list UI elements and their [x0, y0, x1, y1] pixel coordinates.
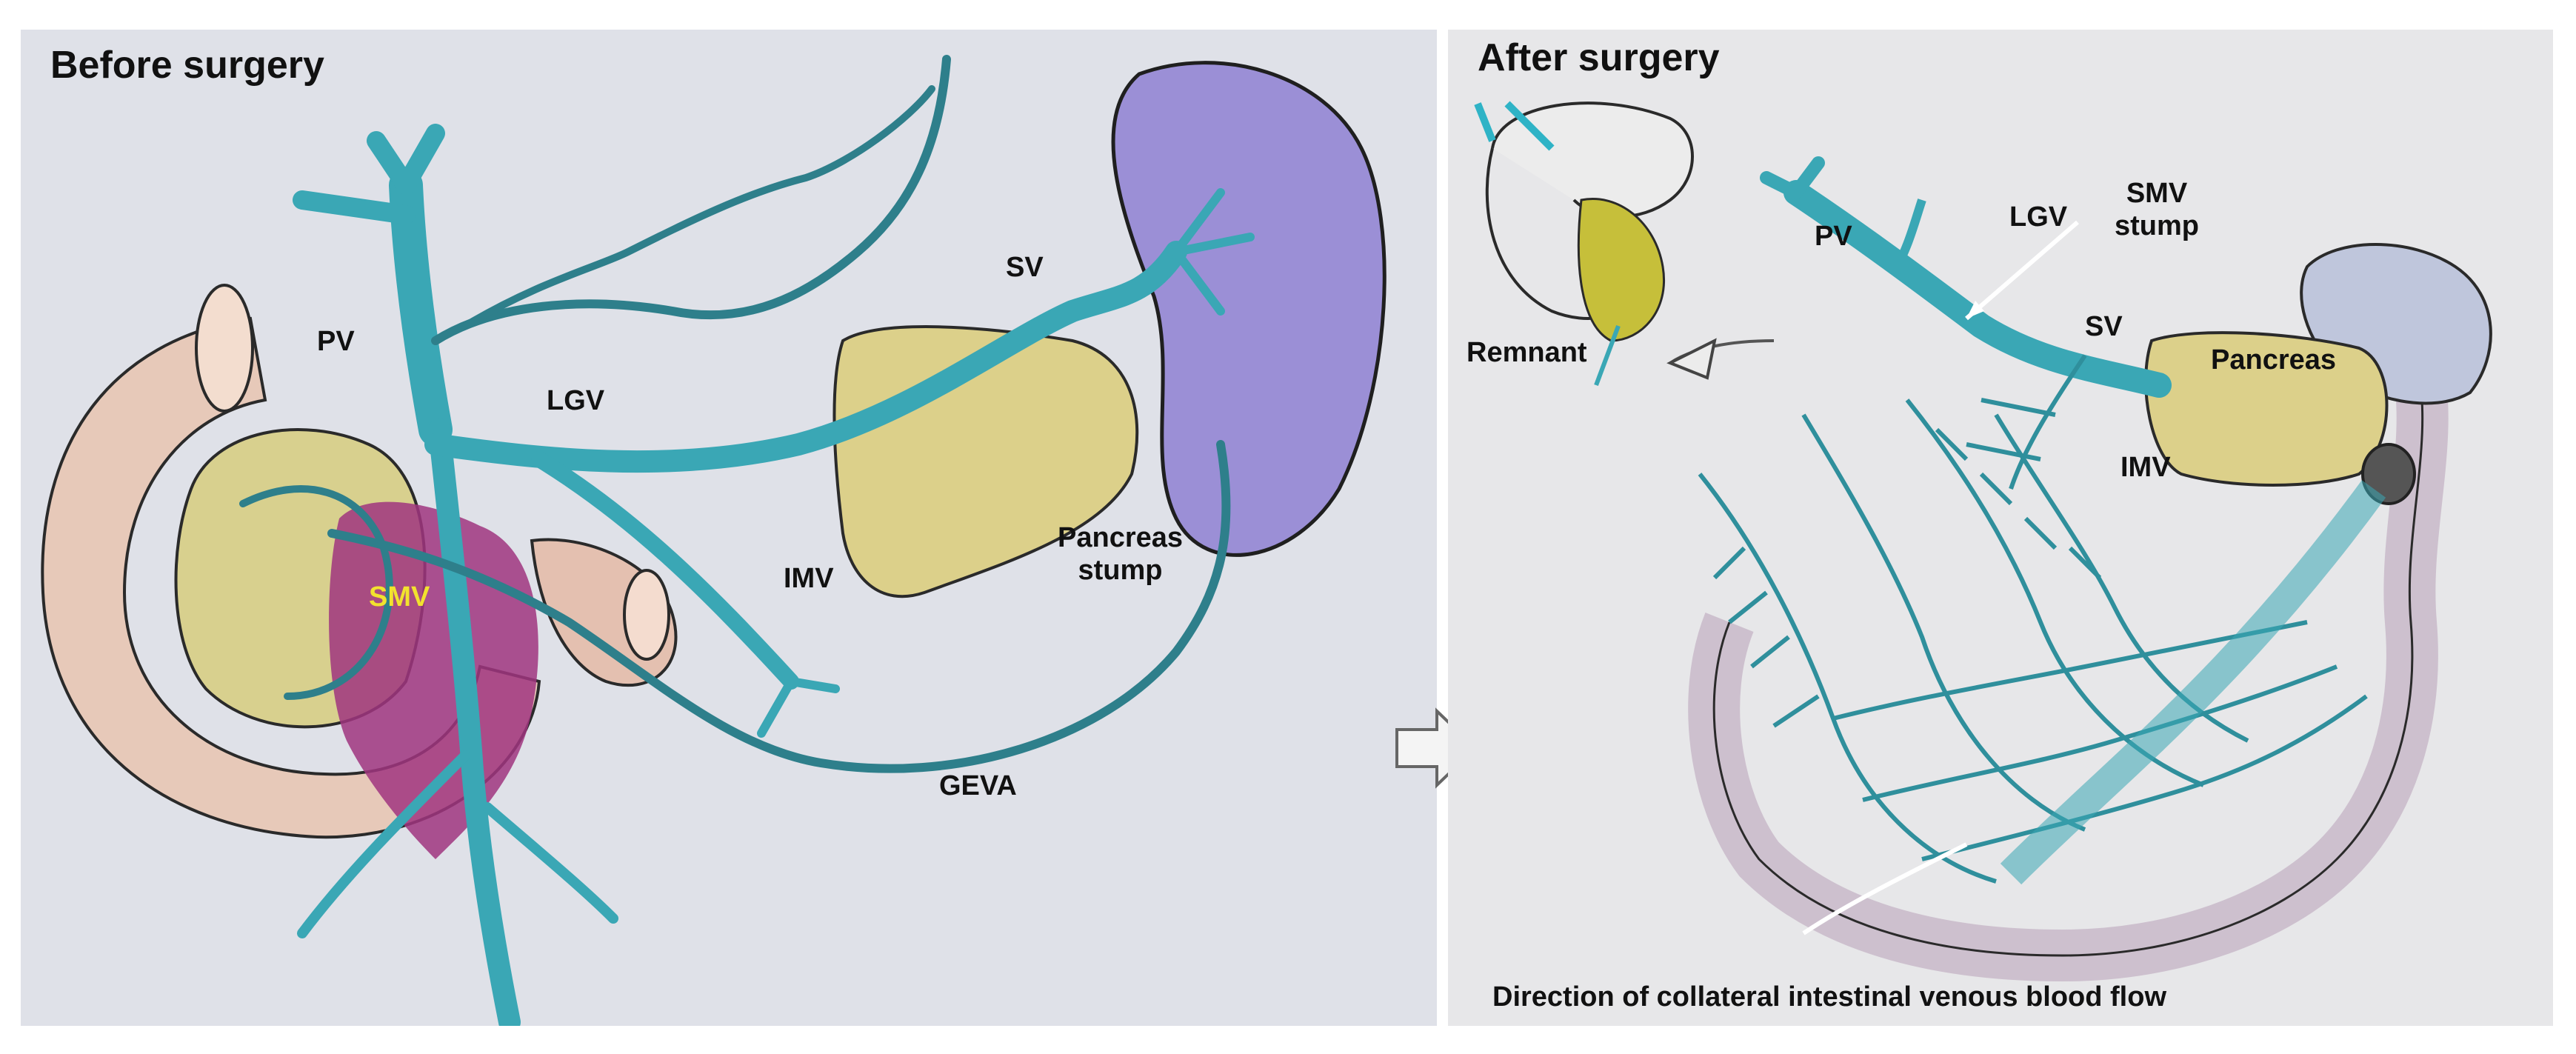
colon-stump — [2361, 443, 2416, 505]
before-surgery-title: Before surgery — [50, 44, 324, 87]
label-pv: PV — [317, 326, 355, 357]
label-pv-after: PV — [1815, 221, 1852, 252]
label-imv: IMV — [784, 563, 834, 594]
stomach-opening — [623, 569, 670, 661]
label-lgv: LGV — [547, 385, 605, 416]
imv-right — [1966, 354, 2087, 490]
after-surgery-title: After surgery — [1478, 36, 1720, 79]
label-remnant: Remnant — [1466, 337, 1587, 368]
portal-splenic-vein — [1783, 180, 2172, 398]
pancreas — [2144, 331, 2389, 487]
label-sv-after: SV — [2085, 311, 2123, 342]
after-surgery-panel: After surgery PV LGV SMV stump SV Pancre… — [1448, 30, 2553, 1026]
label-geva: GEVA — [939, 770, 1017, 801]
label-sv: SV — [1006, 252, 1044, 283]
label-smv: SMV — [369, 581, 430, 613]
geva — [327, 440, 1231, 773]
label-pancreas: Pancreas — [2211, 344, 2337, 376]
after-surgery-illustration — [1474, 101, 2492, 982]
collateral-flow-arrow — [2000, 480, 2386, 885]
spleen — [1111, 61, 1387, 557]
flow-pointer — [1802, 842, 1968, 935]
remnant-inset — [1474, 101, 1775, 387]
label-smv-stump: SMV stump — [2115, 178, 2199, 241]
label-lgv-after: LGV — [2009, 201, 2068, 233]
lgv — [431, 55, 951, 345]
splenic-vein — [424, 241, 1187, 473]
smv-stump-pointer — [1965, 220, 2079, 321]
duodenum-opening — [195, 284, 254, 413]
flow-caption: Direction of collateral intestinal venou… — [1492, 981, 2166, 1013]
tumor-mass — [329, 501, 538, 859]
lgv-right — [1888, 199, 1926, 277]
label-imv-after: IMV — [2120, 452, 2171, 483]
veins — [239, 55, 1255, 1026]
smv-trunk — [428, 418, 521, 1026]
label-pancreas-stump: Pancreas stump — [1058, 522, 1184, 586]
before-surgery-panel: Before surgery PV LGV SV IMV SMV Pancrea… — [21, 30, 1437, 1026]
before-surgery-illustration — [41, 55, 1387, 1026]
imv — [531, 451, 799, 690]
